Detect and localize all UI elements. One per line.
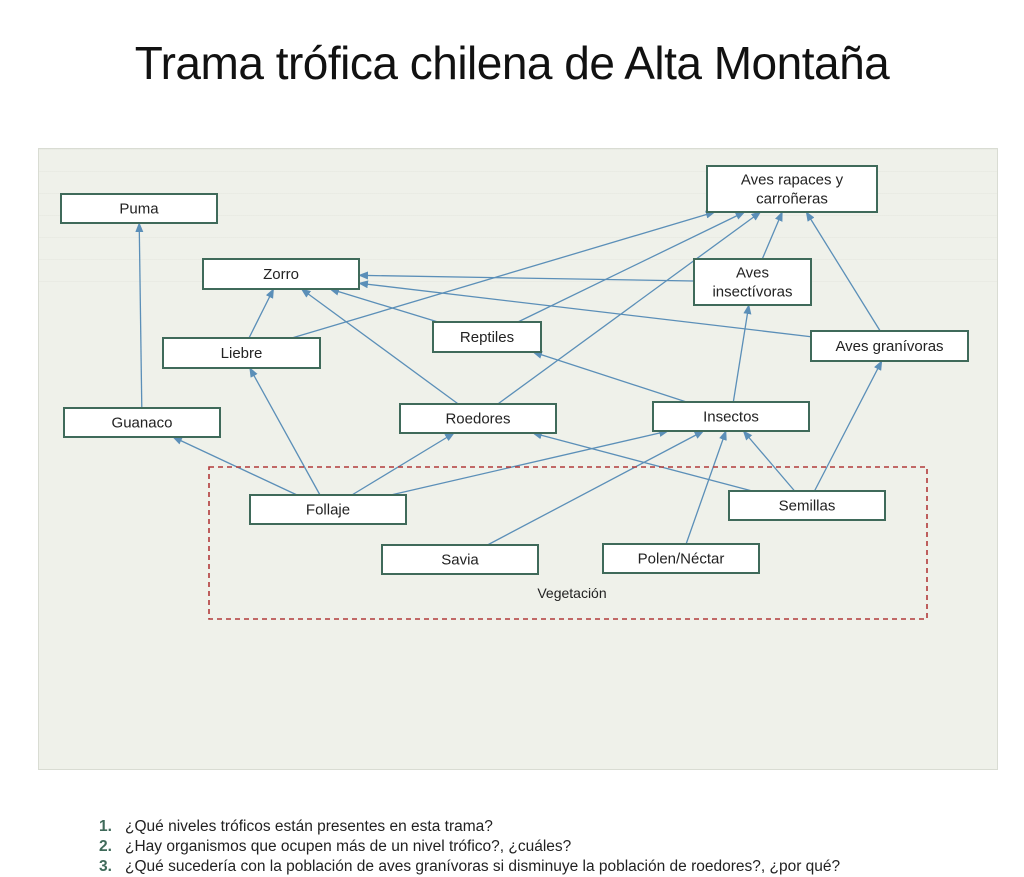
node-box — [60, 193, 218, 224]
node-label: carroñeras — [756, 191, 828, 208]
node-label: Aves granívoras — [835, 338, 943, 355]
node-box — [728, 490, 886, 521]
node-box — [432, 321, 542, 353]
arrow-guanaco-to-puma — [135, 222, 144, 409]
node-savia: Savia — [381, 544, 539, 575]
node-liebre: Liebre — [162, 337, 321, 369]
question-number: 3. — [99, 858, 112, 875]
arrow-reptiles-to-aves-rapaces — [517, 211, 746, 323]
arrow-semillas-to-roedores — [531, 431, 753, 492]
question-text: ¿Qué sucedería con la población de aves … — [125, 858, 841, 875]
node-label: Roedores — [445, 411, 510, 428]
arrow-insectos-to-reptiles — [532, 350, 687, 403]
node-label: insectívoras — [712, 284, 792, 301]
node-box — [399, 403, 557, 434]
node-label: Guanaco — [112, 415, 173, 432]
question-text: ¿Hay organismos que ocupen más de un niv… — [125, 838, 572, 855]
node-label: Liebre — [221, 345, 263, 362]
node-insectos: Insectos — [652, 401, 810, 432]
arrow-liebre-to-aves-rapaces — [291, 210, 716, 339]
arrow-savia-to-insectos — [487, 430, 705, 546]
node-label: Aves — [736, 265, 769, 282]
vegetation-group-box — [208, 466, 928, 620]
node-box — [162, 337, 321, 369]
node-box — [652, 401, 810, 432]
node-box — [810, 330, 969, 362]
arrow-aves-gran-to-aves-rapaces — [805, 211, 881, 332]
arrow-roedores-to-aves-rapaces — [497, 211, 762, 405]
node-aves-insect: Aves insectívoras — [693, 258, 812, 306]
arrow-roedores-to-zorro — [300, 288, 459, 405]
question-text: ¿Qué niveles tróficos están presentes en… — [125, 818, 493, 835]
arrow-liebre-to-zorro — [248, 288, 275, 339]
node-label: Aves rapaces y — [741, 172, 844, 189]
questions-list: 1. ¿Qué niveles tróficos están presentes … — [99, 817, 1024, 877]
node-box — [63, 407, 221, 438]
arrow-follaje-to-roedores — [351, 432, 455, 496]
arrow-semillas-to-insectos — [742, 430, 796, 492]
arrow-follaje-to-liebre — [249, 367, 321, 496]
node-semillas: Semillas — [728, 490, 886, 521]
node-label: Follaje — [306, 502, 350, 519]
node-zorro: Zorro — [202, 258, 360, 290]
arrow-aves-gran-to-zorro — [358, 280, 812, 338]
question-number: 2. — [99, 838, 112, 855]
node-box — [202, 258, 360, 290]
node-aves-gran: Aves granívoras — [810, 330, 969, 362]
arrow-aves-insect-to-zorro — [358, 271, 695, 282]
node-reptiles: Reptiles — [432, 321, 542, 353]
question-item: 2. ¿Hay organismos que ocupen más de un n… — [99, 837, 1024, 857]
arrow-semillas-to-aves-gran — [813, 360, 883, 492]
node-box — [381, 544, 539, 575]
node-box — [706, 165, 878, 213]
arrow-follaje-to-guanaco — [172, 436, 298, 496]
node-box — [249, 494, 407, 525]
node-polen: Polen/Néctar — [602, 543, 760, 574]
vegetation-label: Vegetación — [537, 585, 606, 601]
node-label: Semillas — [779, 498, 836, 515]
arrow-reptiles-to-zorro — [329, 287, 439, 323]
arrow-insectos-to-aves-insect — [732, 304, 752, 403]
arrow-aves-insect-to-aves-rapaces — [761, 211, 783, 260]
node-label: Insectos — [703, 409, 759, 426]
node-label: Puma — [119, 201, 159, 218]
node-label: Zorro — [263, 266, 299, 283]
node-label: Savia — [441, 552, 479, 569]
food-web-diagram: Vegetación Puma Aves rapaces y carroñerasZ… — [60, 165, 969, 620]
node-aves-rapaces: Aves rapaces y carroñeras — [706, 165, 878, 213]
node-label: Polen/Néctar — [638, 551, 725, 568]
node-label: Reptiles — [460, 329, 514, 346]
node-follaje: Follaje — [249, 494, 407, 525]
node-box — [693, 258, 812, 306]
node-puma: Puma — [60, 193, 218, 224]
question-number: 1. — [99, 818, 112, 835]
question-item: 3. ¿Qué sucedería con la población de ave… — [99, 857, 1024, 877]
node-guanaco: Guanaco — [63, 407, 221, 438]
question-item: 1. ¿Qué niveles tróficos están presentes … — [99, 817, 1024, 837]
arrow-polen-to-insectos — [685, 430, 727, 545]
node-roedores: Roedores — [399, 403, 557, 434]
arrow-follaje-to-insectos — [390, 429, 670, 496]
node-box — [602, 543, 760, 574]
page-title: Trama trófica chilena de Alta Montaña — [134, 37, 890, 89]
